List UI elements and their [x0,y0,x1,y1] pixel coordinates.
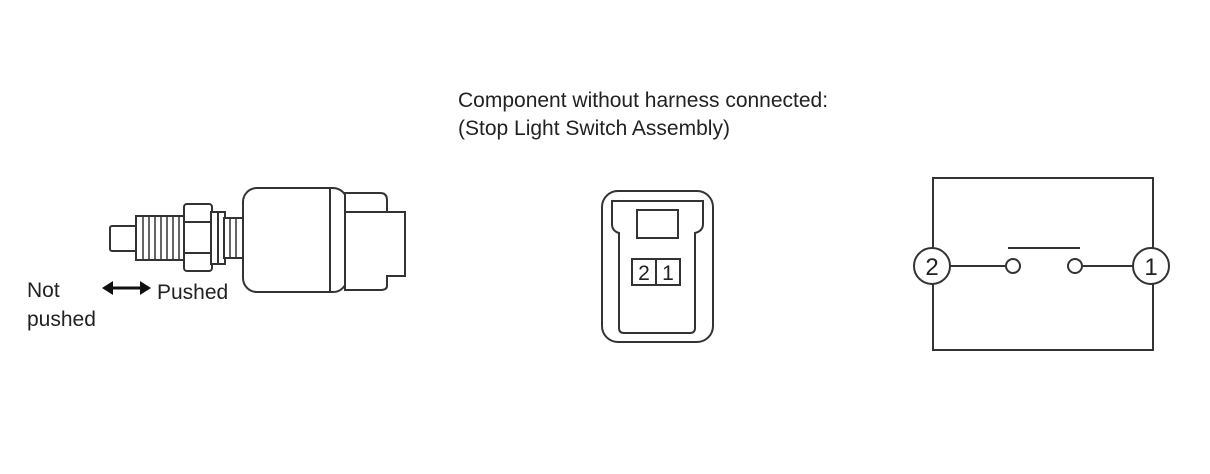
component-name: (Stop Light Switch Assembly) [458,117,730,140]
connector-pin-2 [631,258,657,286]
component-heading: Component without harness connected: [458,89,829,112]
not-pushed-label: Not pushed [27,279,96,331]
terminal-1-label: 1 [1144,254,1157,281]
pin-1-label: 1 [662,262,674,285]
terminal-2-label: 2 [925,254,938,281]
pin-2-label: 2 [638,262,650,285]
terminal-2 [913,247,951,285]
switch-schematic: 2 1 [913,177,1170,351]
stop-light-switch-illustration [102,187,406,295]
contact-right [1067,258,1083,274]
connector-face: 2 1 [601,190,714,343]
double-arrow-icon [102,281,151,295]
contact-left [1005,258,1021,274]
pushed-label: Pushed [157,281,229,304]
connector-pin-1 [655,258,681,286]
terminal-1 [1132,247,1170,285]
